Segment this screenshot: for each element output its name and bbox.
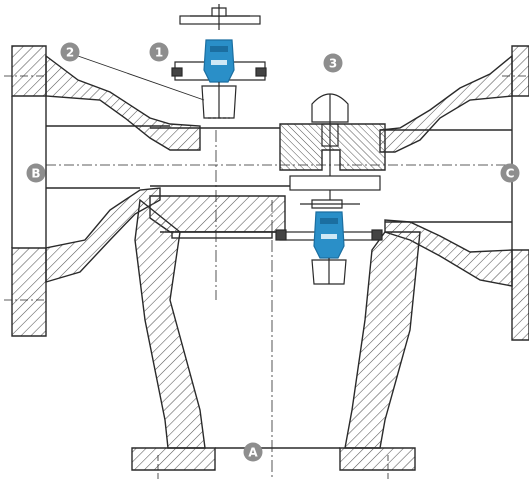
marker-2: 2 xyxy=(60,42,80,62)
marker-b: B xyxy=(26,163,46,183)
body-passage-lines xyxy=(46,125,512,223)
marker-2-label: 2 xyxy=(66,46,74,60)
marker-c-label: C xyxy=(506,167,515,181)
marker-3-label: 3 xyxy=(329,57,337,71)
marker-b-label: B xyxy=(31,167,40,181)
marker-a-label: A xyxy=(248,446,258,460)
marker-2-leader xyxy=(77,55,205,101)
vertical-body xyxy=(131,130,421,479)
marker-1: 1 xyxy=(149,42,169,62)
marker-a: A xyxy=(243,442,263,462)
center-partition xyxy=(149,123,386,239)
marker-1-label: 1 xyxy=(155,46,163,60)
lower-valve-assembly xyxy=(275,199,383,285)
marker-c: C xyxy=(500,163,520,183)
marker-3: 3 xyxy=(323,53,343,73)
top-valve-assembly xyxy=(171,4,267,119)
pilot-dome xyxy=(289,93,381,200)
